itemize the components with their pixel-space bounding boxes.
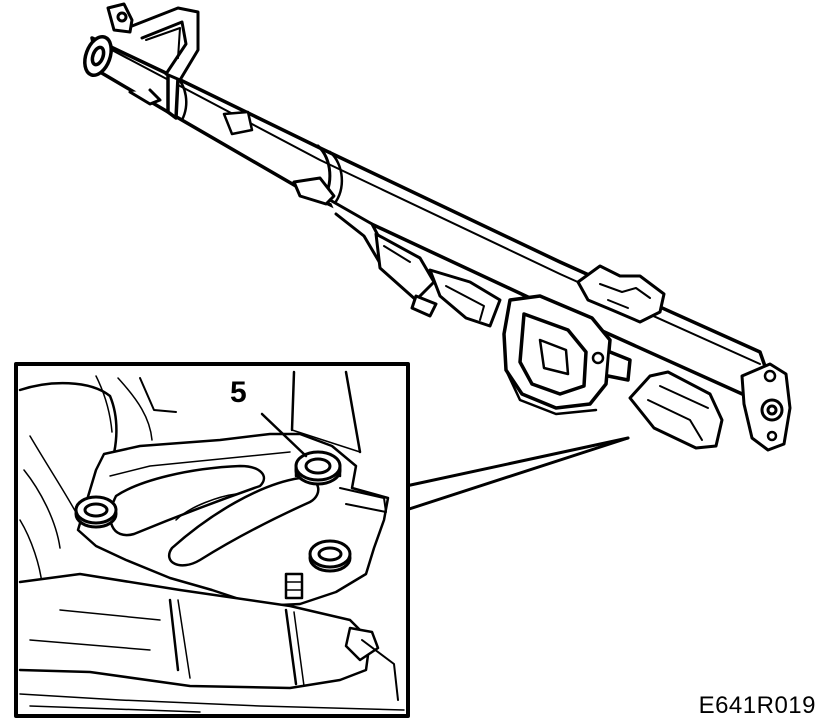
mounting-nut-upper [294, 450, 342, 486]
beam-mounting-tab [222, 110, 254, 136]
steering-column-bracket [502, 294, 632, 416]
detail-inset-view [14, 362, 410, 718]
figure-code: E641R019 [698, 692, 816, 719]
right-end-bracket [628, 362, 792, 452]
upper-mount-bracket [576, 264, 666, 324]
callout-number-5: 5 [230, 376, 247, 409]
callout-leader [260, 412, 308, 458]
center-support-brackets [292, 176, 502, 328]
mounting-nut-left [74, 495, 118, 529]
mounting-nut-lower [308, 539, 352, 573]
cross-car-beam [83, 35, 776, 404]
detail-leader-lines [404, 436, 630, 512]
left-end-bracket [106, 2, 200, 106]
